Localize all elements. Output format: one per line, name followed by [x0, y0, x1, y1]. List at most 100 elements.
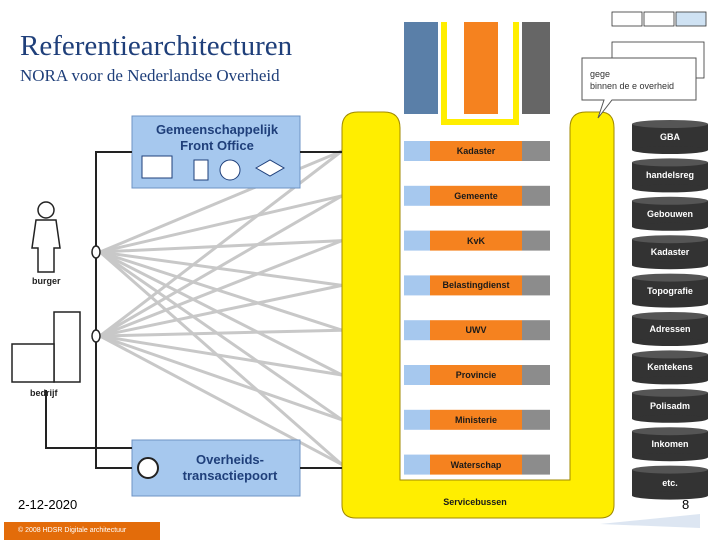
org-label: KvK	[466, 235, 485, 246]
org-label: Ministerie	[454, 414, 497, 425]
org-label: Waterschap	[450, 459, 502, 470]
business-label: bedrijf	[30, 388, 58, 398]
registry-cylinder	[632, 196, 708, 231]
actor-connectors	[45, 151, 342, 469]
registry-cylinder	[632, 427, 708, 462]
org-connector	[522, 320, 550, 341]
registry-label: Gebouwen	[646, 208, 693, 219]
org-row	[404, 454, 550, 475]
fan-line	[99, 149, 343, 338]
org-connector	[522, 409, 550, 430]
copyright-bar: © 2008 HDSR Digitale architectuur	[4, 522, 160, 540]
fan-line	[99, 194, 343, 338]
org-bar	[430, 454, 522, 475]
registry-label: Kentekens	[647, 362, 693, 373]
org-label: Gemeente	[454, 190, 498, 201]
stack-mid	[464, 22, 498, 114]
transaction-portal-line2: transactiepoort	[182, 468, 278, 483]
registry-label: Adressen	[649, 324, 691, 334]
org-label: Kadaster	[456, 146, 496, 156]
org-link	[404, 320, 430, 341]
org-connector	[522, 141, 550, 161]
callout-line2: binnen de e overheid	[590, 81, 675, 91]
callout-text: gege binnen de e overheid	[590, 68, 674, 92]
service-bus-label: Servicebussen	[443, 497, 507, 507]
org-link	[404, 141, 430, 161]
registry-label: Polisadm	[649, 400, 690, 411]
fan-line	[99, 334, 343, 466]
org-row	[404, 230, 550, 251]
org-link	[404, 454, 430, 475]
fan-line	[99, 250, 343, 422]
front-office-label: Gemeenschappelijk Front Office	[142, 122, 292, 154]
org-bar	[430, 365, 522, 385]
registry-label: Topografie	[647, 285, 693, 296]
org-row	[404, 185, 550, 206]
front-office-line1: Gemeenschappelijk	[155, 122, 279, 137]
org-bar	[430, 141, 522, 161]
registry-cylinder	[632, 273, 708, 308]
org-row	[404, 275, 550, 296]
page-title: Referentiearchitecturen	[20, 30, 293, 62]
stack-front	[404, 22, 438, 114]
fan-line	[99, 250, 343, 332]
org-label: UWV	[465, 325, 487, 336]
registry-cylinder	[632, 465, 708, 500]
org-bar	[430, 320, 522, 341]
registry-label: Kadaster	[650, 247, 690, 258]
transaction-portal-line1: Overheids-	[196, 452, 264, 467]
org-row	[404, 141, 550, 161]
org-connector	[522, 275, 550, 296]
org-label: Belastingdienst	[442, 280, 510, 291]
fan-line	[99, 334, 343, 377]
registry-label: GBA	[660, 132, 680, 142]
fan-line	[99, 250, 343, 377]
fan-line	[99, 250, 343, 466]
org-bar	[430, 275, 522, 296]
org-link	[404, 230, 430, 251]
stack-back	[522, 22, 550, 114]
callout-line1: gege	[590, 69, 611, 79]
service-bus	[341, 111, 615, 519]
registry-cylinder	[632, 120, 708, 154]
page-subtitle: NORA voor de Nederlandse Overheid	[20, 66, 280, 85]
registry-cylinder	[632, 350, 708, 385]
org-bar	[430, 409, 522, 430]
connection-lines	[99, 149, 343, 466]
org-row	[404, 365, 550, 385]
registry-label: etc.	[662, 477, 678, 488]
org-link	[404, 275, 430, 296]
registry-label: Inkomen	[651, 439, 689, 450]
citizen-label: burger	[32, 276, 61, 286]
clock-icon	[137, 457, 159, 479]
org-row	[404, 409, 550, 430]
registry-cylinder	[632, 158, 708, 193]
org-link	[404, 365, 430, 385]
org-link	[404, 409, 430, 430]
citizen-icon	[31, 201, 61, 273]
org-link	[404, 185, 430, 206]
fan-line	[99, 250, 343, 287]
business-icon	[11, 311, 81, 383]
registry-label: handelsreg	[645, 170, 694, 181]
org-connector	[522, 365, 550, 385]
callout-bubble	[581, 57, 697, 119]
fan-line	[99, 149, 343, 254]
org-connector	[522, 454, 550, 475]
registry-cylinder	[632, 235, 708, 270]
slide-date: 2-12-2020	[18, 497, 78, 512]
org-row	[404, 320, 550, 341]
fan-line	[99, 328, 343, 338]
fan-line	[99, 334, 343, 422]
fan-line	[99, 239, 343, 338]
stack-connector	[441, 22, 519, 125]
transaction-portal-label: Overheids- transactiepoort	[168, 452, 292, 484]
page-number: 8	[682, 497, 690, 512]
org-bar	[430, 230, 522, 251]
fan-line	[99, 194, 343, 254]
org-label: Provincie	[455, 370, 497, 380]
org-bar	[430, 185, 522, 206]
connector-node-top	[91, 245, 101, 259]
fan-line	[99, 283, 343, 338]
